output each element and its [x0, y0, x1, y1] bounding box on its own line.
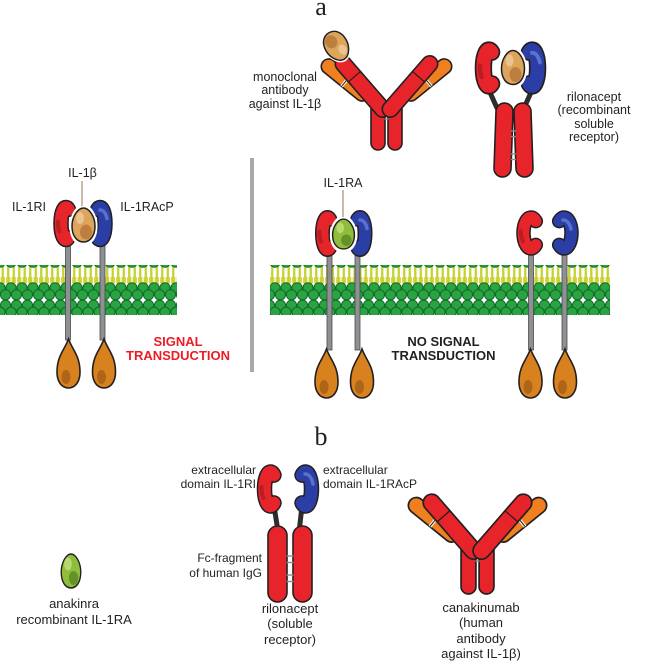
- label-line: domain IL-1RI: [180, 476, 256, 491]
- il1b-ligand-icon: [498, 46, 528, 89]
- label-line: monoclonal: [253, 70, 317, 84]
- il1racp-domain-icon: [89, 199, 113, 248]
- no-signal-transduction-label: NO SIGNAL TRANSDUCTION: [390, 334, 497, 364]
- il1ra-label: IL-1RA: [323, 176, 363, 190]
- anakinra-icon: [60, 553, 82, 589]
- intracellular-domain-icon: [314, 346, 339, 399]
- rilonacept-recombinant-label: rilonacept (recombinant soluble receptor…: [548, 90, 640, 144]
- label-line: (human: [458, 615, 504, 631]
- il1racp-label: IL-1RAcP: [120, 200, 174, 214]
- rilonacept-bound-icon: [474, 41, 547, 178]
- label-line: rilonacept: [566, 90, 622, 104]
- label-line: against IL-1β: [248, 96, 322, 111]
- canakinumab-label: canakinumab (human antibody against IL-1…: [421, 600, 541, 661]
- receptor-stalk: [65, 245, 71, 341]
- panel-divider-line: [250, 158, 254, 372]
- anakinra-label: anakinra recombinant IL-1RA: [8, 596, 140, 629]
- il1ri-extracellular-domain-icon: [256, 464, 282, 514]
- receptor-stalk: [561, 251, 568, 351]
- il1ri-domain-icon: [53, 199, 77, 248]
- il1ri-domain-icon: [516, 210, 544, 256]
- label-line: rilonacept: [261, 601, 319, 616]
- label-line: antibody: [261, 83, 309, 98]
- fc-fragment-label: Fc-fragment of human IgG: [166, 551, 262, 580]
- canakinumab-antibody-icon: [407, 493, 548, 595]
- label-line: (recombinant: [557, 103, 631, 118]
- label-line: canakinumab: [442, 600, 520, 615]
- intracellular-domain-icon: [552, 346, 578, 399]
- il1ra-ligand-icon: [329, 215, 358, 253]
- intracellular-domain-icon: [56, 336, 81, 389]
- label-line: SIGNAL: [153, 334, 203, 349]
- label-line: antibody: [456, 630, 506, 646]
- label-line: TRANSDUCTION: [391, 348, 496, 364]
- rilonacept-soluble-label: rilonacept (soluble receptor): [240, 601, 340, 647]
- label-line: NO SIGNAL: [407, 334, 480, 349]
- il1b-label: IL-1β: [68, 166, 97, 180]
- extracellular-il1ri-label: extracellular domain IL-1RI: [158, 463, 256, 491]
- cell-membrane-right: [270, 265, 610, 315]
- extracellular-il1racp-label: extracellular domain IL-1RAcP: [323, 463, 439, 491]
- rilonacept-soluble-icon: [256, 464, 320, 603]
- label-line: receptor): [568, 129, 620, 144]
- label-line: Fc-fragment: [197, 551, 262, 565]
- il1b-ligand-icon: [321, 29, 351, 63]
- il1racp-extracellular-domain-icon: [294, 464, 320, 514]
- il1ri-domain-icon: [314, 210, 338, 257]
- label-line: extracellular: [191, 463, 256, 477]
- label-line: extracellular: [323, 463, 388, 477]
- il1racp-domain-icon: [350, 210, 373, 257]
- il1ri-label: IL-1RI: [11, 200, 47, 214]
- label-line: receptor): [263, 631, 317, 647]
- receptor-stalk: [528, 251, 534, 351]
- monoclonal-antibody-icon: [320, 55, 453, 151]
- label-line: soluble: [574, 116, 614, 131]
- label-line: of human IgG: [189, 565, 262, 580]
- monoclonal-antibody-label: monoclonal antibody against IL-1β: [225, 70, 345, 111]
- label-line: (soluble: [267, 616, 313, 632]
- receptor-stalk: [99, 245, 106, 341]
- cell-membrane-left: [0, 265, 177, 315]
- intracellular-domain-icon: [91, 336, 117, 389]
- il1b-ligand-icon: [69, 204, 98, 246]
- il1racp-domain-icon: [520, 41, 547, 95]
- receptor-stalk: [354, 254, 361, 351]
- blocked-receptor-complex: [314, 190, 375, 399]
- label-line: recombinant IL-1RA: [16, 612, 132, 628]
- receptor-stalk: [326, 254, 333, 351]
- signaling-receptor-complex: [53, 181, 117, 389]
- label-line: TRANSDUCTION: [126, 348, 230, 364]
- panel-a-label: a: [315, 0, 327, 21]
- il1racp-domain-icon: [551, 210, 579, 256]
- intracellular-domain-icon: [518, 346, 543, 399]
- intracellular-domain-icon: [349, 346, 375, 399]
- label-line: against IL-1β): [441, 646, 521, 661]
- panel-b-label: b: [314, 422, 328, 451]
- label-line: anakinra: [49, 596, 99, 611]
- label-line: domain IL-1RAcP: [323, 476, 418, 491]
- signal-transduction-label: SIGNAL TRANSDUCTION: [126, 334, 230, 364]
- il1ri-domain-icon: [474, 41, 501, 95]
- unbound-receptor-pair: [516, 210, 579, 399]
